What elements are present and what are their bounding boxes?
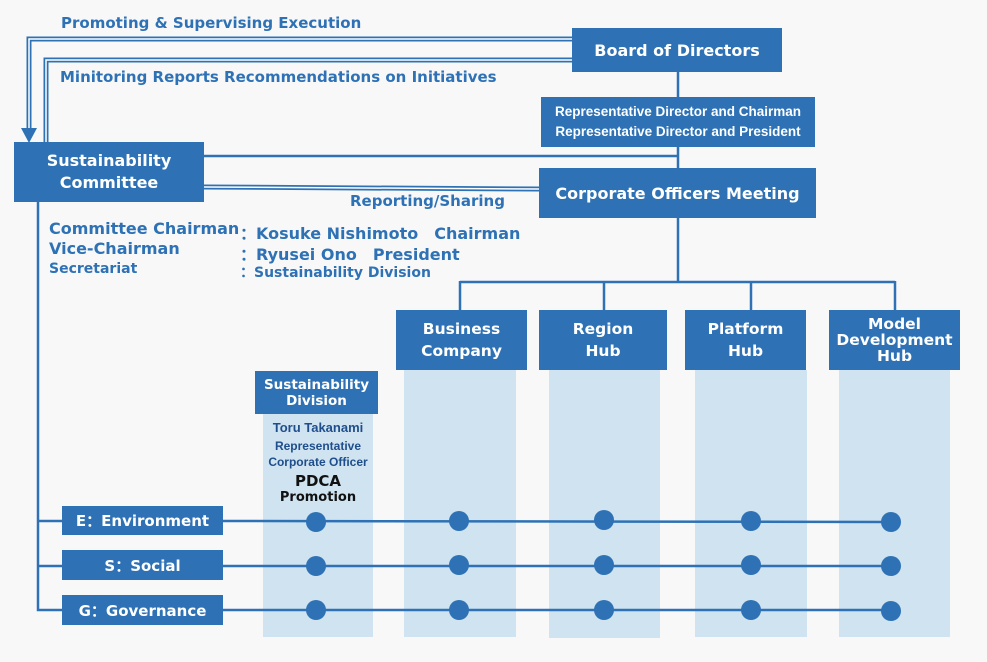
corporate-officers-meeting[interactable]: Corporate Officers Meeting [539,168,816,218]
member-value-vice: ：Ryusei Ono President [240,245,460,264]
model-development-hub-column [839,370,950,637]
committee-line1: Sustainability [46,151,172,170]
member-value-chairman: ：Kosuke Nishimoto Chairman [240,224,521,243]
member-role-secretariat: Secretariat [49,261,138,277]
pdca-label: PDCA [294,472,342,490]
esg-social[interactable]: S：Social [62,550,223,580]
dot-g-platform [741,600,761,620]
dot-s-division [306,556,326,576]
board-of-directors[interactable]: Board of Directors [572,28,782,72]
division-line2: Division [286,392,347,409]
esg-label: S：Social [104,556,181,575]
reporting-label: Reporting/Sharing [350,192,505,210]
esg-governance[interactable]: G：Governance [62,595,223,625]
dot-s-platform [741,555,761,575]
member-role-chairman: Committee Chairman [49,219,240,238]
officers-meeting-label: Corporate Officers Meeting [555,183,800,203]
division-title1: Representative [274,439,362,453]
division-title2: Corporate Officer [268,455,368,469]
business-company-column [404,370,516,637]
unit-label-line1: Region [572,320,634,338]
division-details: Toru Takanami Representative Corporate O… [263,418,373,470]
unit-label-line2: Company [421,342,502,360]
board-label: Board of Directors [594,40,760,60]
esg-label: G：Governance [78,601,207,620]
dot-g-business [449,600,469,620]
monitoring-label: Minitoring Reports Recommendations on In… [60,68,497,86]
representative-directors[interactable]: Representative Director and Chairman Rep… [541,97,815,147]
unit-label-line1: Model [868,315,921,333]
dot-e-region [594,510,614,530]
dot-e-platform [741,511,761,531]
dot-s-business [449,555,469,575]
sustainability-division[interactable]: Sustainability Division [255,371,378,414]
unit-label-line3: Hub [876,347,913,365]
promoting-label: Promoting & Supervising Execution [61,14,362,32]
pdca-promotion: PDCA Promotion [263,473,373,506]
arrow-head-icon [21,128,37,143]
member-value-secretariat: ：Sustainability Division [240,265,431,281]
unit-platform-hub[interactable]: Platform Hub [685,310,806,370]
unit-region-hub[interactable]: Region Hub [539,310,667,370]
esg-label: E：Environment [75,512,210,530]
unit-label-line2: Hub [585,342,621,360]
unit-label-line1: Business [422,320,501,338]
rep-president-label: Representative Director and President [555,124,801,139]
esg-environment[interactable]: E：Environment [62,506,223,535]
unit-label-line2: Hub [727,342,764,360]
platform-hub-column [695,370,807,637]
dot-e-division [306,512,326,532]
member-role-vice: Vice-Chairman [49,239,180,258]
unit-model-development-hub[interactable]: Model Development Hub [829,310,960,370]
unit-label-line1: Platform [707,320,784,338]
sustainability-committee[interactable]: Sustainability Committee [14,142,204,202]
division-line1: Sustainability [263,376,370,393]
dot-g-division [306,600,326,620]
dot-s-region [594,555,614,575]
dot-g-region [594,600,614,620]
promotion-label: Promotion [279,490,357,505]
unit-business-company[interactable]: Business Company [396,310,527,370]
unit-label-line2: Development [836,331,953,349]
committee-line2: Committee [59,173,159,192]
rep-chairman-label: Representative Director and Chairman [554,104,802,119]
region-hub-column [549,370,660,638]
division-person: Toru Takanami [272,420,364,435]
dot-s-model [881,556,901,576]
dot-e-business [449,511,469,531]
dot-g-model [881,601,901,621]
dot-e-model [881,512,901,532]
